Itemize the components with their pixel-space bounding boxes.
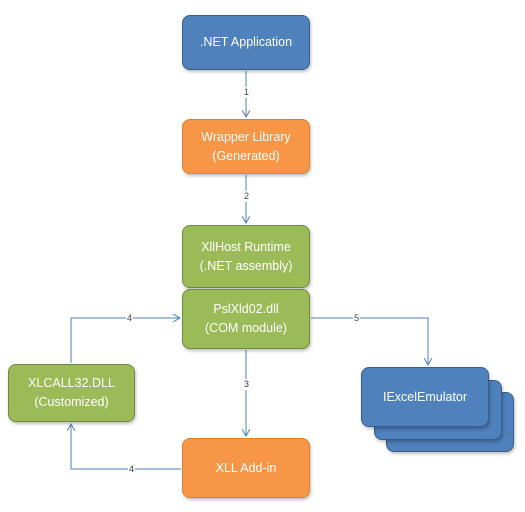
edge-3-label: 3: [243, 379, 251, 390]
pslxld-module-sublabel: (COM module): [205, 321, 287, 335]
edge-5-label: 5: [353, 313, 361, 324]
xll-addin-box: XLL Add-in: [182, 438, 310, 498]
edge-4a-line: [70, 318, 180, 363]
pslxld-module-label: PslXld02.dll: [213, 302, 279, 316]
xlcall32-dll-box: XLCALL32.DLL (Customized): [8, 364, 135, 422]
xlcall32-dll-label: XLCALL32.DLL: [28, 376, 115, 390]
wrapper-library-sublabel: (Generated): [212, 148, 280, 163]
xllhost-runtime-box: XllHost Runtime (.NET assembly): [182, 225, 310, 288]
xllhost-runtime-label: XllHost Runtime: [201, 239, 291, 254]
edge-5-line: [311, 317, 428, 365]
edge-4b-label: 4: [128, 464, 136, 475]
xllhost-runtime-sublabel: (.NET assembly): [199, 258, 293, 273]
pslxld-module-box: PslXld02.dll (COM module): [182, 289, 310, 349]
wrapper-library-label: Wrapper Library: [201, 129, 291, 144]
xlcall32-dll-sublabel: (Customized): [34, 395, 109, 409]
net-application-label: .NET Application: [199, 35, 293, 49]
xll-addin-label: XLL Add-in: [215, 460, 277, 475]
edge-4a-label: 4: [126, 313, 134, 324]
wrapper-library-box: Wrapper Library (Generated): [182, 119, 310, 174]
edge-2-label: 2: [243, 191, 251, 202]
net-application-box: .NET Application: [182, 15, 310, 70]
edge-1-label: 1: [243, 87, 251, 98]
iexcel-emulator-label: IExcelEmulator: [382, 389, 468, 404]
iexcel-emulator-box: IExcelEmulator: [361, 367, 489, 427]
edge-4b-line: [71, 424, 181, 470]
